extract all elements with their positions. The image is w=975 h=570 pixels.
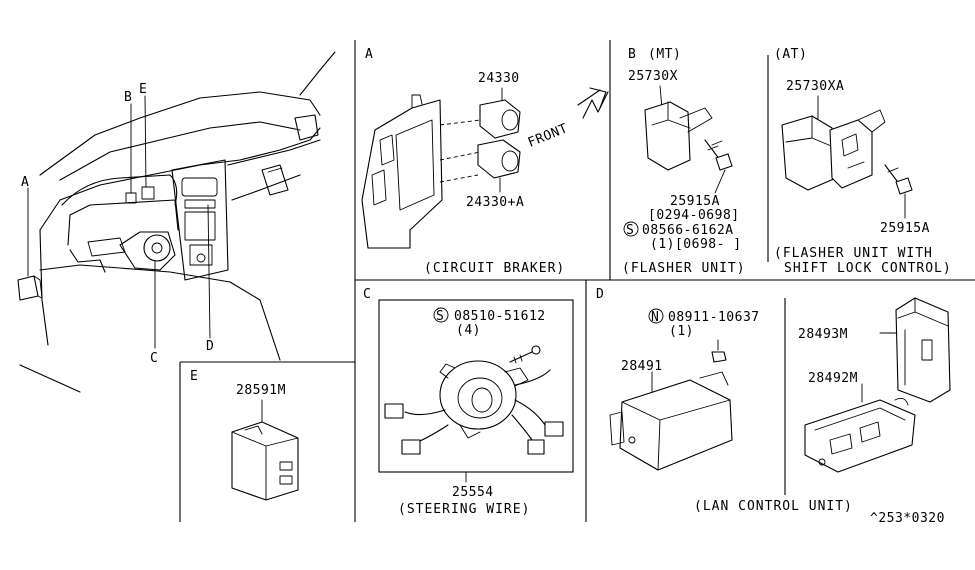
- screw-symbol-c-icon: [433, 307, 449, 323]
- part-25915a-mt: 25915A: [670, 194, 720, 209]
- section-a-caption: (CIRCUIT BRAKER): [424, 261, 565, 276]
- section-b-mt-caption: (FLASHER UNIT): [622, 261, 746, 276]
- circuit-breaker-top: [479, 99, 521, 139]
- section-d-letter: D: [596, 287, 604, 302]
- section-b-letter: B: [628, 47, 636, 62]
- part-08566-6162a: 08566-6162A: [642, 223, 734, 238]
- connector-right-bottom: [527, 439, 545, 455]
- screw-qty-c: (4): [456, 323, 481, 338]
- nut-prefix: N: [651, 310, 659, 325]
- section-e: E 28591M: [190, 369, 299, 501]
- part-24330a: 24330+A: [466, 195, 524, 210]
- panel-dividers: [179, 40, 975, 522]
- bolt-dates: [0294-0698]: [648, 208, 740, 223]
- part-08911-10637: 08911-10637: [668, 310, 760, 325]
- part-25554: 25554: [452, 485, 494, 500]
- nut: [711, 351, 727, 363]
- connector-left-bottom: [401, 439, 421, 455]
- overview-label-b: B: [124, 90, 132, 105]
- section-b-at-caption-2: SHIFT LOCK CONTROL): [784, 261, 952, 276]
- circuit-breaker-bottom: [477, 139, 521, 179]
- section-b-at: (AT) 25730XA 25915A (FLASHER UNIT WITH S…: [774, 47, 952, 276]
- part-25915a-at: 25915A: [880, 221, 930, 236]
- breaker-bracket: [361, 99, 443, 249]
- bracket-28492m: [804, 383, 916, 473]
- section-a: A 24330 24330+A FRONT (CIRCUIT BRAK: [361, 47, 609, 276]
- nut-symbol-icon: [648, 308, 664, 324]
- section-d-caption: (LAN CONTROL UNIT): [694, 499, 853, 514]
- cover-28493m: [879, 297, 951, 403]
- front-arrow-icon: [577, 87, 609, 119]
- overview-label-a: A: [21, 175, 29, 190]
- section-a-letter: A: [365, 47, 373, 62]
- part-28591m: 28591M: [236, 383, 286, 398]
- overview-label-e: E: [139, 82, 147, 97]
- part-28492m: 28492M: [808, 371, 858, 386]
- section-c-box: [378, 299, 574, 473]
- part-28493m: 28493M: [798, 327, 848, 342]
- flasher-unit-at: [781, 115, 837, 191]
- section-b-mt-title: (MT): [648, 47, 681, 62]
- diagram-code: ^253*0320: [870, 511, 945, 526]
- connector-left-top: [384, 403, 404, 419]
- section-b-mt: B (MT) 25730X 25915A [0294-0698] S 08566…: [622, 47, 746, 276]
- part-25730xa: 25730XA: [786, 79, 844, 94]
- section-c-letter: C: [363, 287, 371, 302]
- part-25730x: 25730X: [628, 69, 678, 84]
- part-28491: 28491: [621, 359, 663, 374]
- part-08510-51612: 08510-51612: [454, 309, 546, 324]
- lan-control-unit-28491: [609, 371, 733, 471]
- nut-qty: (1): [669, 324, 694, 339]
- front-label: FRONT: [526, 121, 570, 151]
- screw-prefix-c: S: [436, 309, 444, 324]
- overview-label-c: C: [150, 351, 158, 366]
- connector-right: [544, 421, 564, 437]
- screw-symbol-icon: [623, 221, 639, 237]
- section-d: D N 08911-10637 (1) 28491 28493M: [596, 287, 951, 526]
- section-c: C S 08510-51612 (4) 25554 (STEERI: [363, 287, 574, 517]
- part-24330: 24330: [478, 71, 520, 86]
- screw-prefix-b: S: [626, 223, 634, 238]
- section-b-at-caption-1: (FLASHER UNIT WITH: [774, 246, 933, 261]
- module-28591m: [231, 421, 299, 501]
- steering-wire-clock-spring: [439, 360, 529, 439]
- section-c-caption: (STEERING WIRE): [398, 502, 530, 517]
- flasher-unit-mt: [644, 101, 691, 171]
- overview-label-d: D: [206, 339, 214, 354]
- screw-qty-b: (1)[0698- ]: [650, 237, 742, 252]
- section-e-letter: E: [190, 369, 198, 384]
- section-b-at-title: (AT): [774, 47, 807, 62]
- dashboard-overview-drawing: A B E C D: [17, 51, 336, 393]
